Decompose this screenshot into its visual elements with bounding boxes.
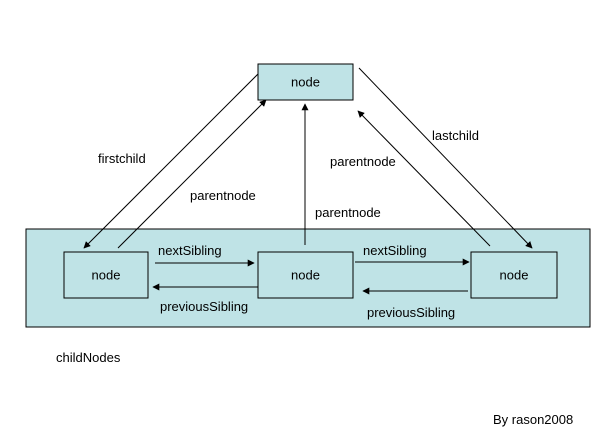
next-sibling-label-2: nextSibling xyxy=(363,243,427,258)
node-parent: node xyxy=(257,63,354,101)
previous-sibling-label-2: previousSibling xyxy=(367,305,455,320)
lastchild-arrow xyxy=(358,67,533,249)
node-parent-label: node xyxy=(291,74,320,89)
node-middle-child: node xyxy=(257,251,354,299)
node-last-child-label: node xyxy=(500,267,529,282)
previous-sibling-label-1: previousSibling xyxy=(160,299,248,314)
node-first-child-label: node xyxy=(92,267,121,282)
parentnode-left-arrow xyxy=(117,99,267,249)
parentnode-middle-label: parentnode xyxy=(315,205,381,220)
node-first-child: node xyxy=(63,251,149,299)
firstchild-label: firstchild xyxy=(98,151,146,166)
child-nodes-caption: childNodes xyxy=(56,350,121,365)
parentnode-right-arrow xyxy=(357,110,491,247)
next-sibling-label-1: nextSibling xyxy=(158,243,222,258)
firstchild-arrow xyxy=(83,73,259,249)
lastchild-label: lastchild xyxy=(432,128,479,143)
author-credit: By rason2008 xyxy=(493,412,573,427)
node-middle-child-label: node xyxy=(291,267,320,282)
parentnode-left-label: parentnode xyxy=(190,188,256,203)
parentnode-right-label: parentnode xyxy=(330,154,396,169)
node-last-child: node xyxy=(470,251,558,299)
